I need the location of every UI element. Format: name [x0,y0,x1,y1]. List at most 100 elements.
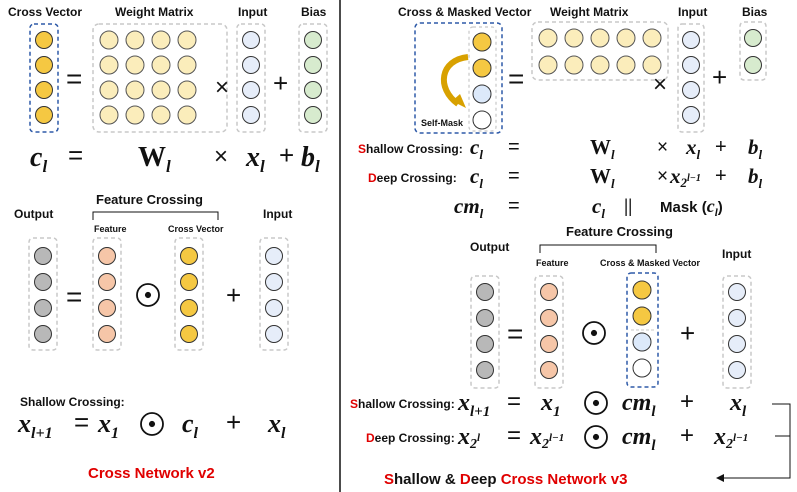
input-node [728,283,746,301]
input-vector-nodes-r2 [728,283,746,379]
eqE-xl: x2l−1 [713,424,748,452]
shallow-crossing-label-r2: Shallow Crossing: [350,397,455,411]
eqA-W: Wl [590,135,615,162]
input-vector-box-2 [259,237,289,351]
weight-node [564,28,584,48]
output-node [34,299,52,317]
hadamard-ring [140,412,164,436]
input-vector-nodes-2 [265,247,283,343]
input-node [682,81,700,99]
cross-masked-node [472,32,492,52]
cross-masked-node [472,58,492,78]
eq-c: cl [30,142,47,176]
input-node [242,56,260,74]
cross-masked-node [472,84,492,104]
weight-node [538,28,558,48]
cross-vector-header: Cross Vector [8,5,82,19]
equals-sign-2: = [66,281,82,312]
eqD-x1: x1 [540,390,561,420]
eqE-equals: = [507,422,521,449]
output-vector-box-r [470,275,500,389]
input-node [242,81,260,99]
bias-vector-nodes-r [744,29,762,74]
eqB-x: x2l−1 [669,164,701,190]
left-equation-1: cl = Wl × xl + bl [30,140,320,176]
output-node [476,283,494,301]
input-node [682,106,700,124]
self-mask-label: Self-Mask [421,118,464,128]
weight-node [177,55,197,75]
eqE-plus: + [680,422,694,449]
right-panel: Cross & Masked Vector Weight Matrix Inpu… [350,5,791,488]
eqA-times: × [657,137,668,158]
weight-node [99,30,119,50]
plus-sign-r: + [712,62,727,92]
feature-node [540,309,558,327]
recursion-bracket [722,403,791,479]
cross-node [35,81,53,99]
eqB-equals: = [508,165,520,187]
cross-node [35,56,53,74]
bias-node [304,56,322,74]
bias-node [304,31,322,49]
eq-W: Wl [138,142,171,176]
output-vector-box [28,237,58,351]
eqA-plus: + [715,136,727,158]
cross-masked-vector-box [468,26,497,132]
eqA-c: cl [470,135,483,162]
input-node [242,31,260,49]
input-label-2: Input [263,207,292,221]
bias-node [744,29,762,47]
eqB-times: × [657,166,668,187]
eqB-plus: + [715,165,727,187]
input-node [728,335,746,353]
equals-sign: = [66,63,82,94]
cross-masked-header: Cross & Masked Vector [398,5,532,19]
weight-node [99,80,119,100]
eqE-x2l: x2l [457,424,481,452]
weight-matrix-header-r: Weight Matrix [550,5,629,19]
hadamard-dot [592,433,600,441]
eq-b: bl [301,142,320,176]
output-node [34,273,52,291]
bias-node [304,81,322,99]
output-node [476,335,494,353]
feature-label-r: Feature [536,258,569,268]
feature-node [98,325,116,343]
weight-node [99,105,119,125]
eq2-xl: xl [267,409,286,442]
left-panel: Cross Vector Weight Matrix Input Bias = … [8,5,328,482]
cross-node [35,31,53,49]
plus-sign-r2: + [680,318,695,348]
weight-node [538,55,558,75]
eqD-cm: cml [622,390,656,420]
input-node [265,299,283,317]
feature-vector-box [92,237,122,351]
cross-masked-nodes [472,32,492,130]
cross-vector-nodes [35,31,53,124]
eqC-mask: Mask (cl) [660,196,723,219]
weight-node [125,30,145,50]
weight-node [564,55,584,75]
eqB-c: cl [470,164,483,191]
bias-header-r: Bias [742,5,768,19]
self-mask-box [414,22,503,134]
feature-node [540,335,558,353]
input-label-r2: Input [722,247,751,261]
eqD-xl1: xl+1 [457,390,490,420]
cross-node [180,247,198,265]
self-mask-arrowhead [452,94,466,108]
input-header-r: Input [678,5,707,19]
input-node [728,361,746,379]
hadamard-dot [592,399,600,407]
feature-vector-nodes [98,247,116,343]
right-title: Shallow & Deep Cross Network v3 [384,471,627,488]
left-equation-2: xl+1 = x1 cl + xl [17,407,286,442]
weight-node [177,105,197,125]
feature-label: Feature [94,224,127,234]
output-node [476,361,494,379]
output-vector-nodes-r [476,283,494,379]
weight-node [151,55,171,75]
weight-node [151,80,171,100]
